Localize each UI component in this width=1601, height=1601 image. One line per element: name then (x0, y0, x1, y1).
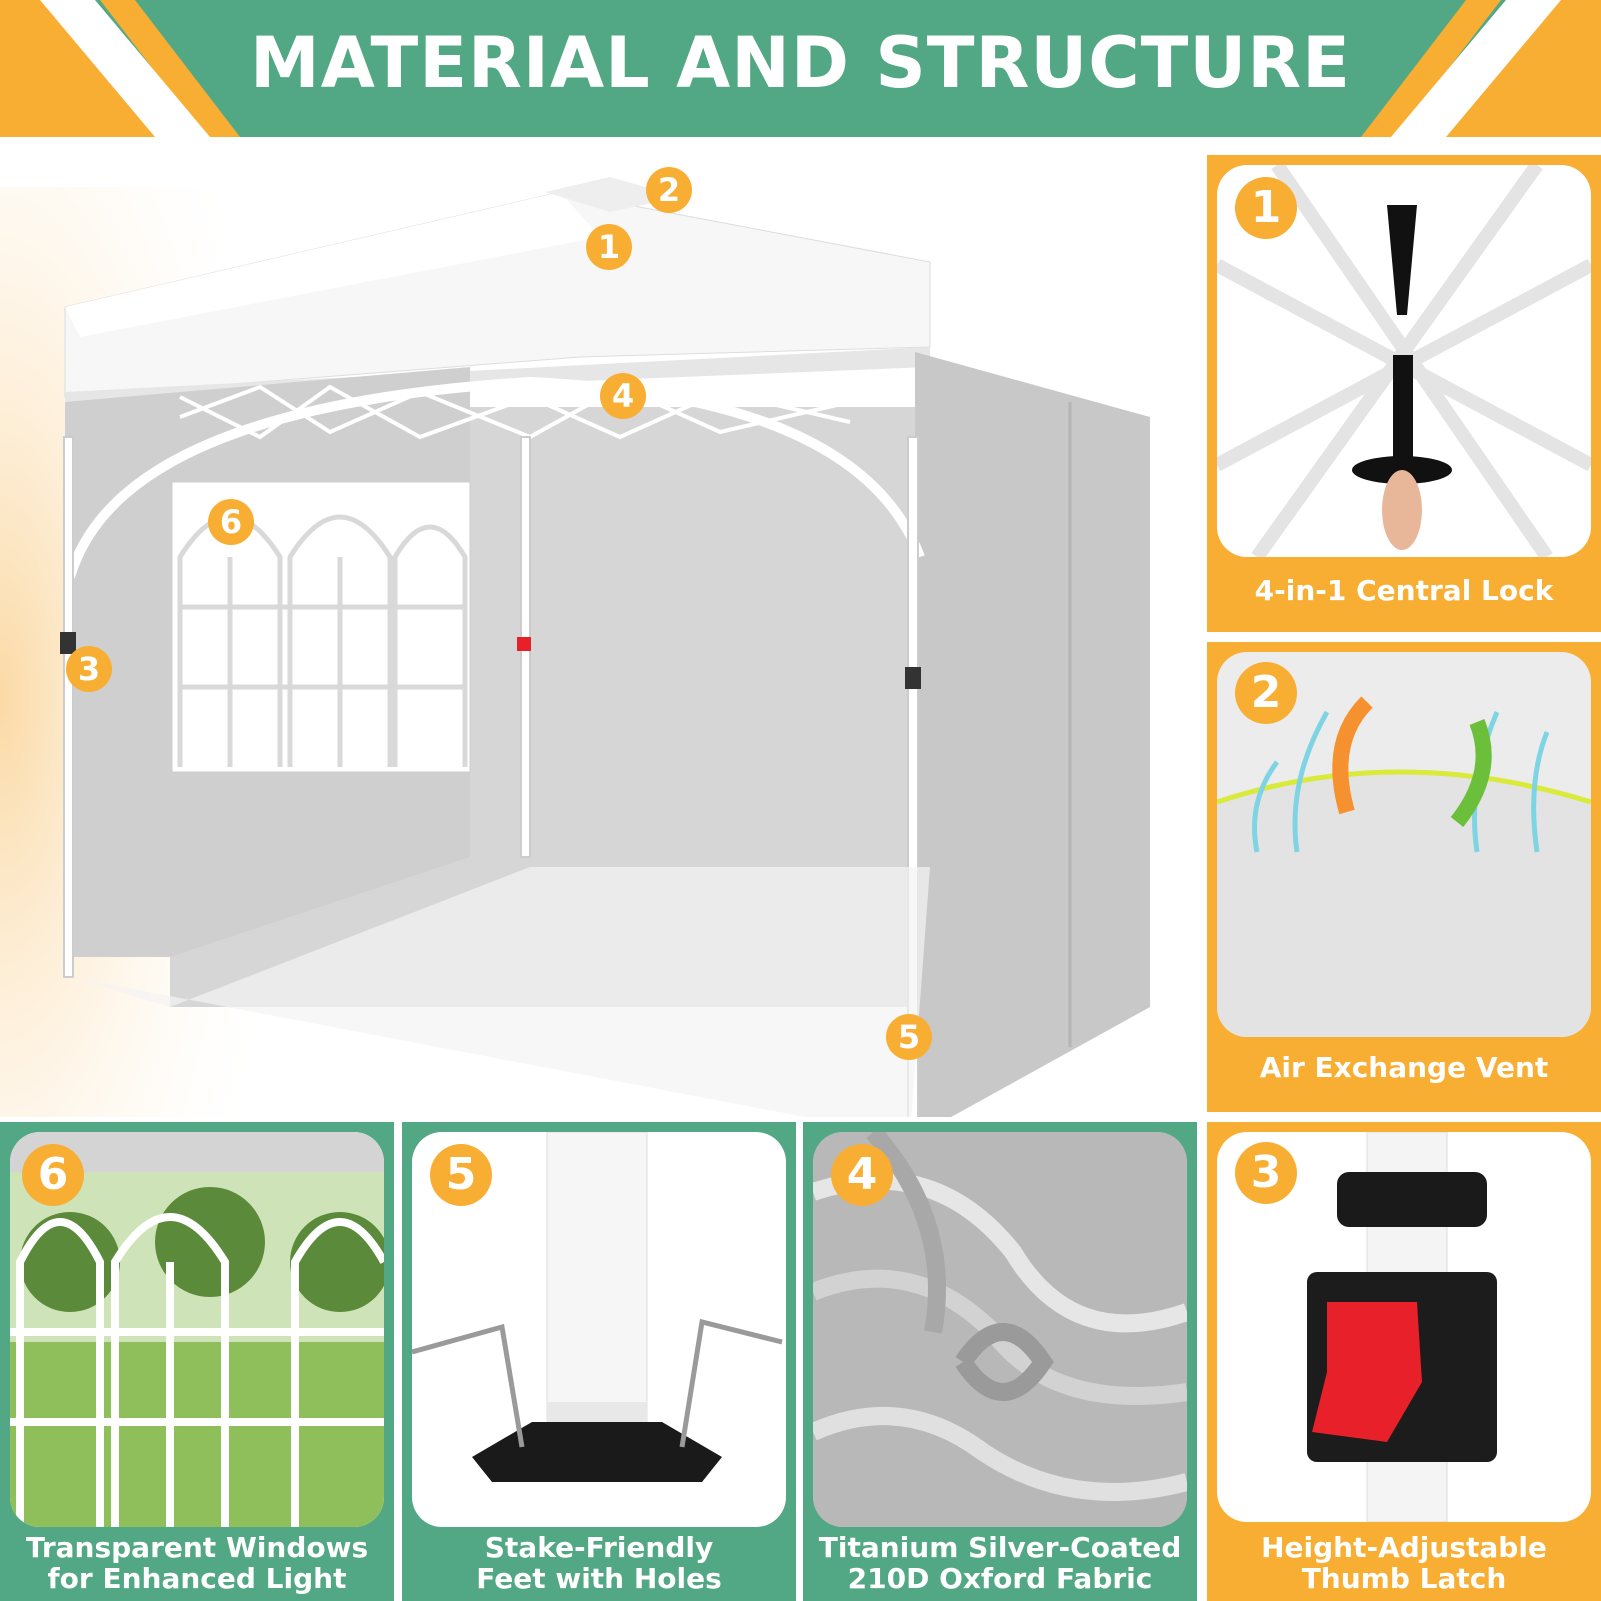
fabric-number: 4 (831, 1144, 893, 1206)
feet-panel: 5 Stake-Friendly Feet with Holes (402, 1122, 796, 1601)
tent-illustration (0, 177, 1150, 1117)
feet-caption-line1: Stake-Friendly (484, 1531, 714, 1564)
hero-marker-1: 1 (586, 224, 632, 270)
left-stripe-decoration (0, 0, 240, 137)
thumb-latch-caption-line1: Height-Adjustable (1261, 1531, 1547, 1564)
thumb-latch-caption-line2: Thumb Latch (1301, 1562, 1507, 1595)
thumb-latch-image (1217, 1132, 1591, 1522)
hero-marker-4: 4 (600, 373, 646, 419)
hero-marker-6: 6 (208, 499, 254, 545)
windows-caption-line2: for Enhanced Light (47, 1562, 347, 1595)
air-vent-panel: 2 Air Exchange Vent (1207, 642, 1601, 1112)
thumb-latch-panel: 3 Height-Adjustable Thumb Latch (1207, 1122, 1601, 1601)
windows-number: 6 (22, 1144, 84, 1206)
central-lock-caption: 4-in-1 Central Lock (1254, 574, 1554, 607)
fabric-panel: 4 Titanium Silver-Coated 210D Oxford Fab… (803, 1122, 1197, 1601)
fabric-caption: Titanium Silver-Coated 210D Oxford Fabri… (803, 1532, 1197, 1594)
right-stripe-decoration (1361, 0, 1601, 137)
thumb-latch-illustration (1307, 1132, 1497, 1522)
central-lock-illustration (1217, 165, 1591, 557)
central-lock-panel: 1 4-in-1 Central Lock (1207, 155, 1601, 632)
hero-marker-2: 2 (646, 167, 692, 213)
header-banner: MATERIAL AND STRUCTURE (0, 0, 1601, 137)
tent-hero-image: 1 2 3 4 5 6 (0, 137, 1195, 1117)
fabric-caption-line1: Titanium Silver-Coated (818, 1531, 1182, 1564)
air-vent-caption: Air Exchange Vent (1259, 1051, 1549, 1084)
windows-caption: Transparent Windows for Enhanced Light (0, 1532, 394, 1594)
hero-marker-5: 5 (886, 1014, 932, 1060)
feet-number: 5 (430, 1144, 492, 1206)
air-vent-illustration (1217, 696, 1591, 1037)
feet-caption-line2: Feet with Holes (476, 1562, 722, 1595)
feet-illustration (412, 1132, 783, 1482)
thumb-latch-caption: Height-Adjustable Thumb Latch (1207, 1532, 1601, 1594)
thumb-latch-number: 3 (1235, 1142, 1297, 1204)
central-lock-number: 1 (1235, 177, 1297, 239)
page-title: MATERIAL AND STRUCTURE (250, 22, 1351, 104)
feet-caption: Stake-Friendly Feet with Holes (402, 1532, 796, 1594)
windows-caption-line1: Transparent Windows (25, 1531, 369, 1564)
windows-panel: 6 Transparent Windows for Enhanced Light (0, 1122, 394, 1601)
hero-marker-3: 3 (66, 646, 112, 692)
air-vent-number: 2 (1235, 662, 1297, 724)
windows-illustration (10, 1132, 384, 1527)
fabric-caption-line2: 210D Oxford Fabric (847, 1562, 1153, 1595)
windows-image (10, 1132, 384, 1527)
